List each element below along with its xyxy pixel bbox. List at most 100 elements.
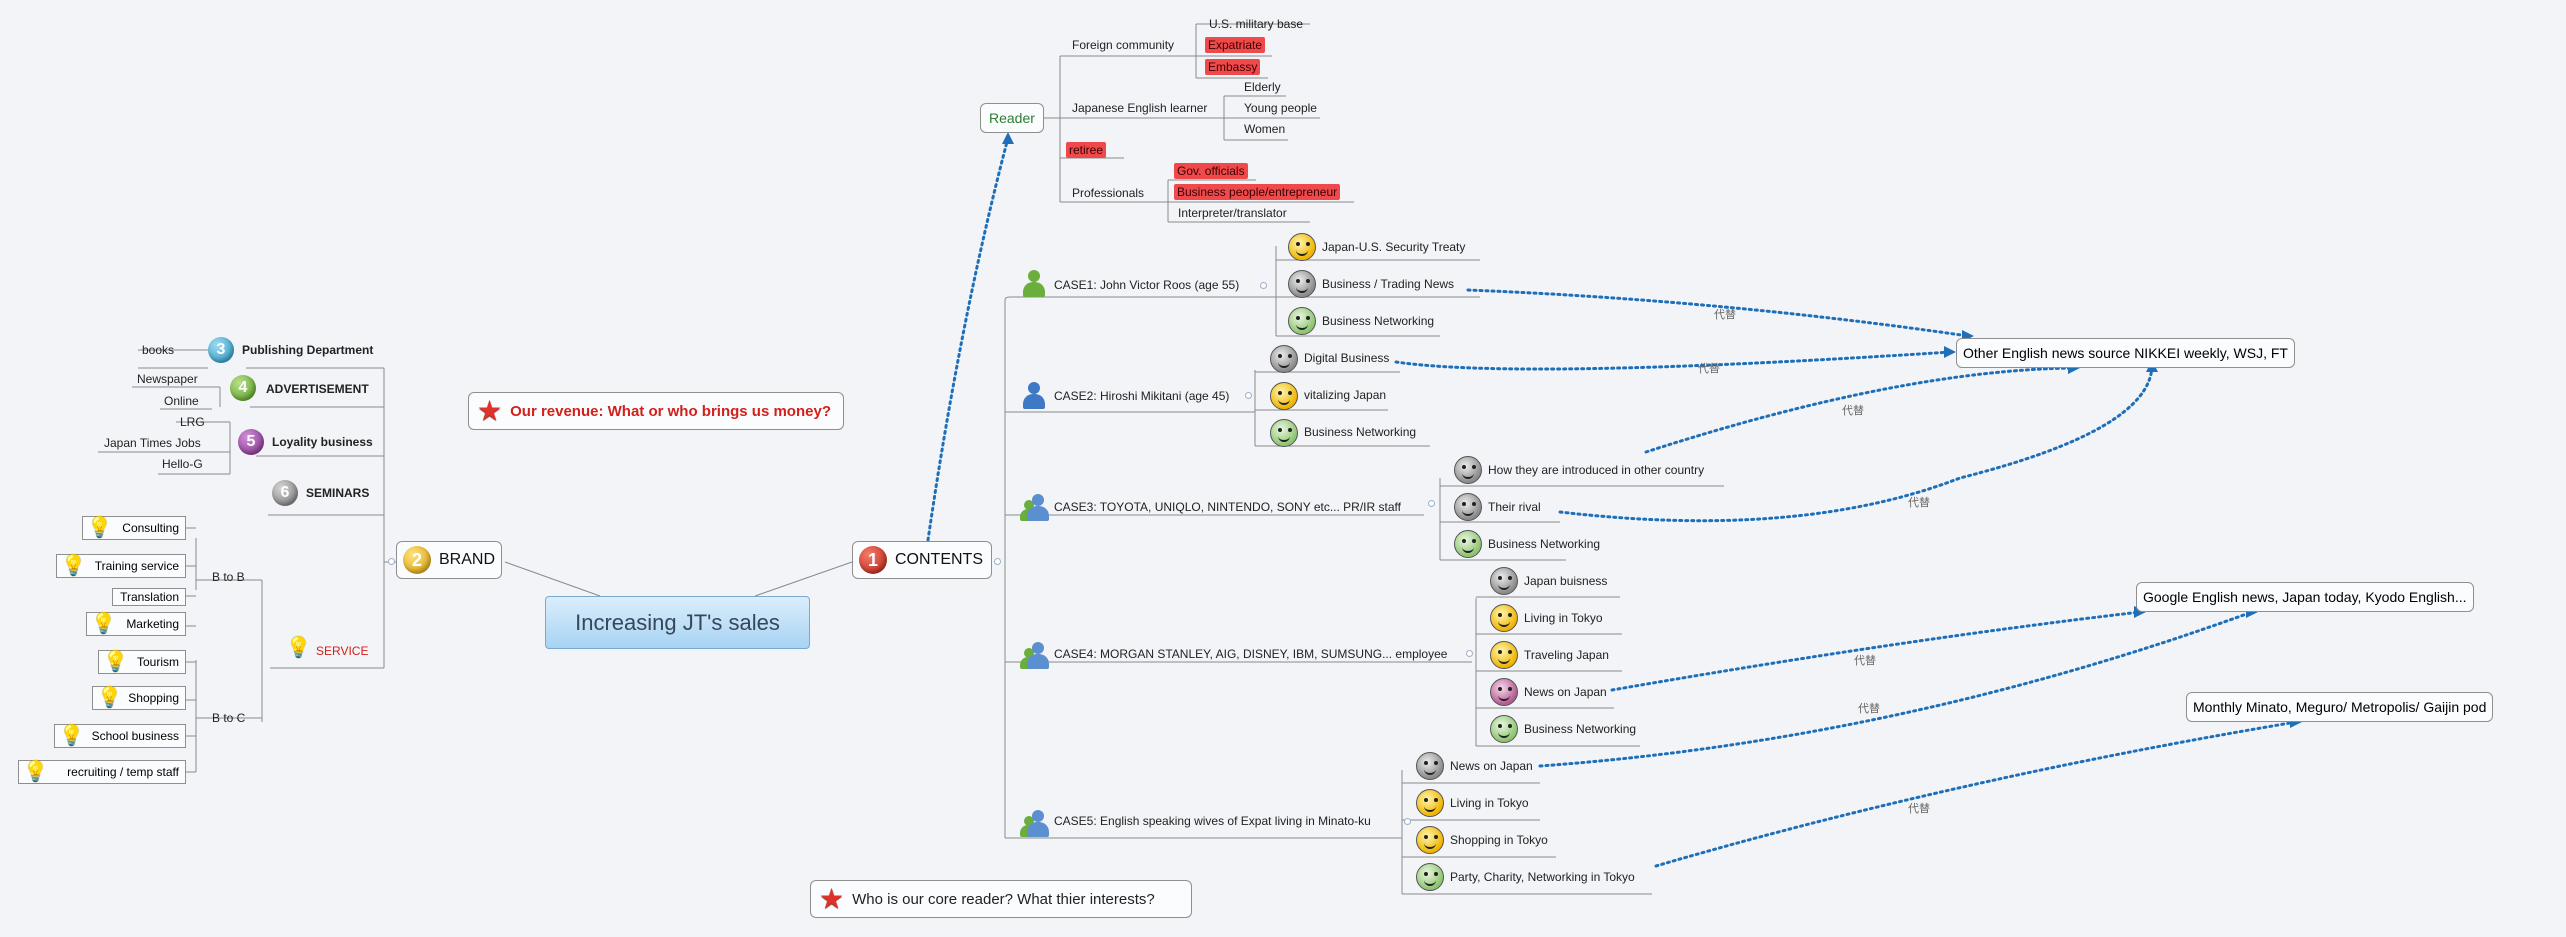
- service-item[interactable]: 💡 Training service: [56, 554, 186, 578]
- case-item[interactable]: Business Networking: [1322, 314, 1435, 328]
- service-item[interactable]: Translation: [112, 588, 186, 606]
- case-3-topic[interactable]: CASE3: TOYOTA, UNIQLO, NINTENDO, SONY et…: [1054, 500, 1401, 514]
- service-item[interactable]: 💡 Tourism: [98, 650, 186, 674]
- service-item-label: Consulting: [122, 521, 179, 535]
- number-1-icon: 1: [859, 546, 887, 574]
- reader-subitem[interactable]: Expatriate: [1205, 37, 1266, 53]
- brand-topic[interactable]: 2 BRAND: [396, 541, 502, 579]
- service-item[interactable]: 💡 School business: [54, 724, 186, 748]
- alternative-source-2[interactable]: Google English news, Japan today, Kyodo …: [2136, 582, 2474, 612]
- case-item[interactable]: Japan buisness: [1524, 574, 1608, 588]
- case-item[interactable]: Business / Trading News: [1322, 277, 1455, 291]
- smiling-face-icon: [1490, 715, 1518, 743]
- btoc-topic[interactable]: B to C: [212, 711, 246, 725]
- reader-subitem[interactable]: Embassy: [1205, 59, 1261, 75]
- sleepy-face-icon: [1288, 270, 1316, 298]
- case-item[interactable]: Digital Business: [1304, 351, 1390, 365]
- shocked-face-icon: [1490, 678, 1518, 706]
- case-item[interactable]: News on Japan: [1524, 685, 1607, 699]
- brand-subitem[interactable]: Hello-G: [162, 457, 203, 471]
- lightbulb-icon: 💡: [103, 651, 128, 673]
- contents-label: CONTENTS: [895, 551, 983, 568]
- case-item[interactable]: Business Networking: [1524, 722, 1637, 736]
- alternative-source-1[interactable]: Other English news source NIKKEI weekly,…: [1956, 338, 2295, 368]
- service-item[interactable]: 💡 Shopping: [92, 686, 186, 710]
- reader-subitem[interactable]: Interpreter/translator: [1178, 206, 1287, 220]
- case-5-topic[interactable]: CASE5: English speaking wives of Expat l…: [1054, 814, 1371, 828]
- case-item[interactable]: Traveling Japan: [1524, 648, 1609, 662]
- collapse-toggle[interactable]: [994, 558, 1001, 565]
- reader-subitem[interactable]: Elderly: [1244, 80, 1281, 94]
- retiree-topic[interactable]: retiree: [1066, 142, 1107, 158]
- japanese-learner-topic[interactable]: Japanese English learner: [1072, 101, 1208, 115]
- lightbulb-icon: 💡: [91, 613, 116, 635]
- root-topic[interactable]: Increasing JT's sales: [545, 596, 810, 649]
- btob-topic[interactable]: B to B: [212, 570, 245, 584]
- service-item[interactable]: 💡 recruiting / temp staff: [18, 760, 186, 784]
- sleepy-face-icon: [1454, 493, 1482, 521]
- sleepy-face-icon: [1270, 345, 1298, 373]
- brand-subitem[interactable]: Japan Times Jobs: [104, 436, 201, 450]
- case-item[interactable]: Living in Tokyo: [1450, 796, 1529, 810]
- brand-subitem[interactable]: Newspaper: [137, 372, 198, 386]
- laughing-face-icon: [1288, 233, 1316, 261]
- service-topic[interactable]: SERVICE: [316, 644, 369, 658]
- relationship-label: 代替: [1908, 497, 1930, 509]
- relationship-label: 代替: [1854, 655, 1876, 667]
- case-item[interactable]: Business Networking: [1488, 537, 1601, 551]
- number-6-icon: 6: [272, 480, 298, 506]
- sleepy-face-icon: [1490, 567, 1518, 595]
- case-item[interactable]: Party, Charity, Networking in Tokyo: [1450, 870, 1635, 884]
- case-item[interactable]: Business Networking: [1304, 425, 1417, 439]
- case-item[interactable]: vitalizing Japan: [1304, 388, 1387, 402]
- service-item[interactable]: 💡 Marketing: [86, 612, 186, 636]
- case-item[interactable]: Shopping in Tokyo: [1450, 833, 1548, 847]
- service-item[interactable]: 💡 Consulting: [82, 516, 186, 540]
- collapse-toggle[interactable]: [1245, 392, 1252, 399]
- collapse-toggle[interactable]: [1428, 500, 1435, 507]
- foreign-community-topic[interactable]: Foreign community: [1072, 38, 1175, 52]
- brand-label: BRAND: [439, 551, 496, 568]
- reader-subitem[interactable]: U.S. military base: [1209, 17, 1304, 31]
- reader-callout-text: Who is our core reader? What thier inter…: [852, 890, 1155, 908]
- sleepy-face-icon: [1416, 752, 1444, 780]
- reader-topic[interactable]: Reader: [980, 103, 1044, 133]
- reader-subitem[interactable]: Business people/entrepreneur: [1174, 184, 1341, 200]
- number-2-icon: 2: [403, 546, 431, 574]
- case-item[interactable]: Their rival: [1488, 500, 1541, 514]
- seminars-topic[interactable]: SEMINARS: [306, 486, 370, 500]
- reader-callout[interactable]: ★ Who is our core reader? What thier int…: [810, 880, 1192, 918]
- case-item[interactable]: Living in Tokyo: [1524, 611, 1603, 625]
- revenue-callout[interactable]: ★ Our revenue: What or who brings us mon…: [468, 392, 844, 430]
- case-1-topic[interactable]: CASE1: John Victor Roos (age 55): [1054, 278, 1240, 292]
- reader-subitem[interactable]: Young people: [1244, 101, 1317, 115]
- service-item-label: Marketing: [126, 617, 179, 631]
- collapse-toggle[interactable]: [1260, 282, 1267, 289]
- brand-subitem[interactable]: books: [142, 343, 175, 357]
- lightbulb-icon: 💡: [59, 725, 84, 747]
- brand-subitem[interactable]: Online: [164, 394, 199, 408]
- brand-subitem[interactable]: LRG: [180, 415, 205, 429]
- collapse-toggle[interactable]: [1404, 818, 1411, 825]
- professionals-topic[interactable]: Professionals: [1072, 186, 1145, 200]
- collapse-toggle[interactable]: [388, 558, 395, 565]
- case-4-topic[interactable]: CASE4: MORGAN STANLEY, AIG, DISNEY, IBM,…: [1054, 647, 1448, 661]
- contents-topic[interactable]: 1 CONTENTS: [852, 541, 992, 579]
- case-item[interactable]: How they are introduced in other country: [1488, 463, 1705, 477]
- reader-subitem[interactable]: Gov. officials: [1174, 163, 1248, 179]
- alternative-source-3[interactable]: Monthly Minato, Meguro/ Metropolis/ Gaij…: [2186, 692, 2494, 722]
- case-2-topic[interactable]: CASE2: Hiroshi Mikitani (age 45): [1054, 389, 1230, 403]
- reader-subitem[interactable]: Women: [1244, 122, 1286, 136]
- revenue-callout-text: Our revenue: What or who brings us money…: [510, 402, 831, 420]
- advertisement-topic[interactable]: ADVERTISEMENT: [266, 382, 369, 396]
- laughing-face-icon: [1490, 641, 1518, 669]
- star-icon: ★: [477, 395, 503, 426]
- number-5-icon: 5: [238, 429, 264, 455]
- loyalty-topic[interactable]: Loyality business: [272, 435, 373, 449]
- case-item[interactable]: News on Japan: [1450, 759, 1533, 773]
- case-item[interactable]: Japan-U.S. Security Treaty: [1322, 240, 1466, 254]
- collapse-toggle[interactable]: [1466, 650, 1473, 657]
- publishing-topic[interactable]: Publishing Department: [242, 343, 374, 357]
- service-item-label: Training service: [94, 559, 179, 573]
